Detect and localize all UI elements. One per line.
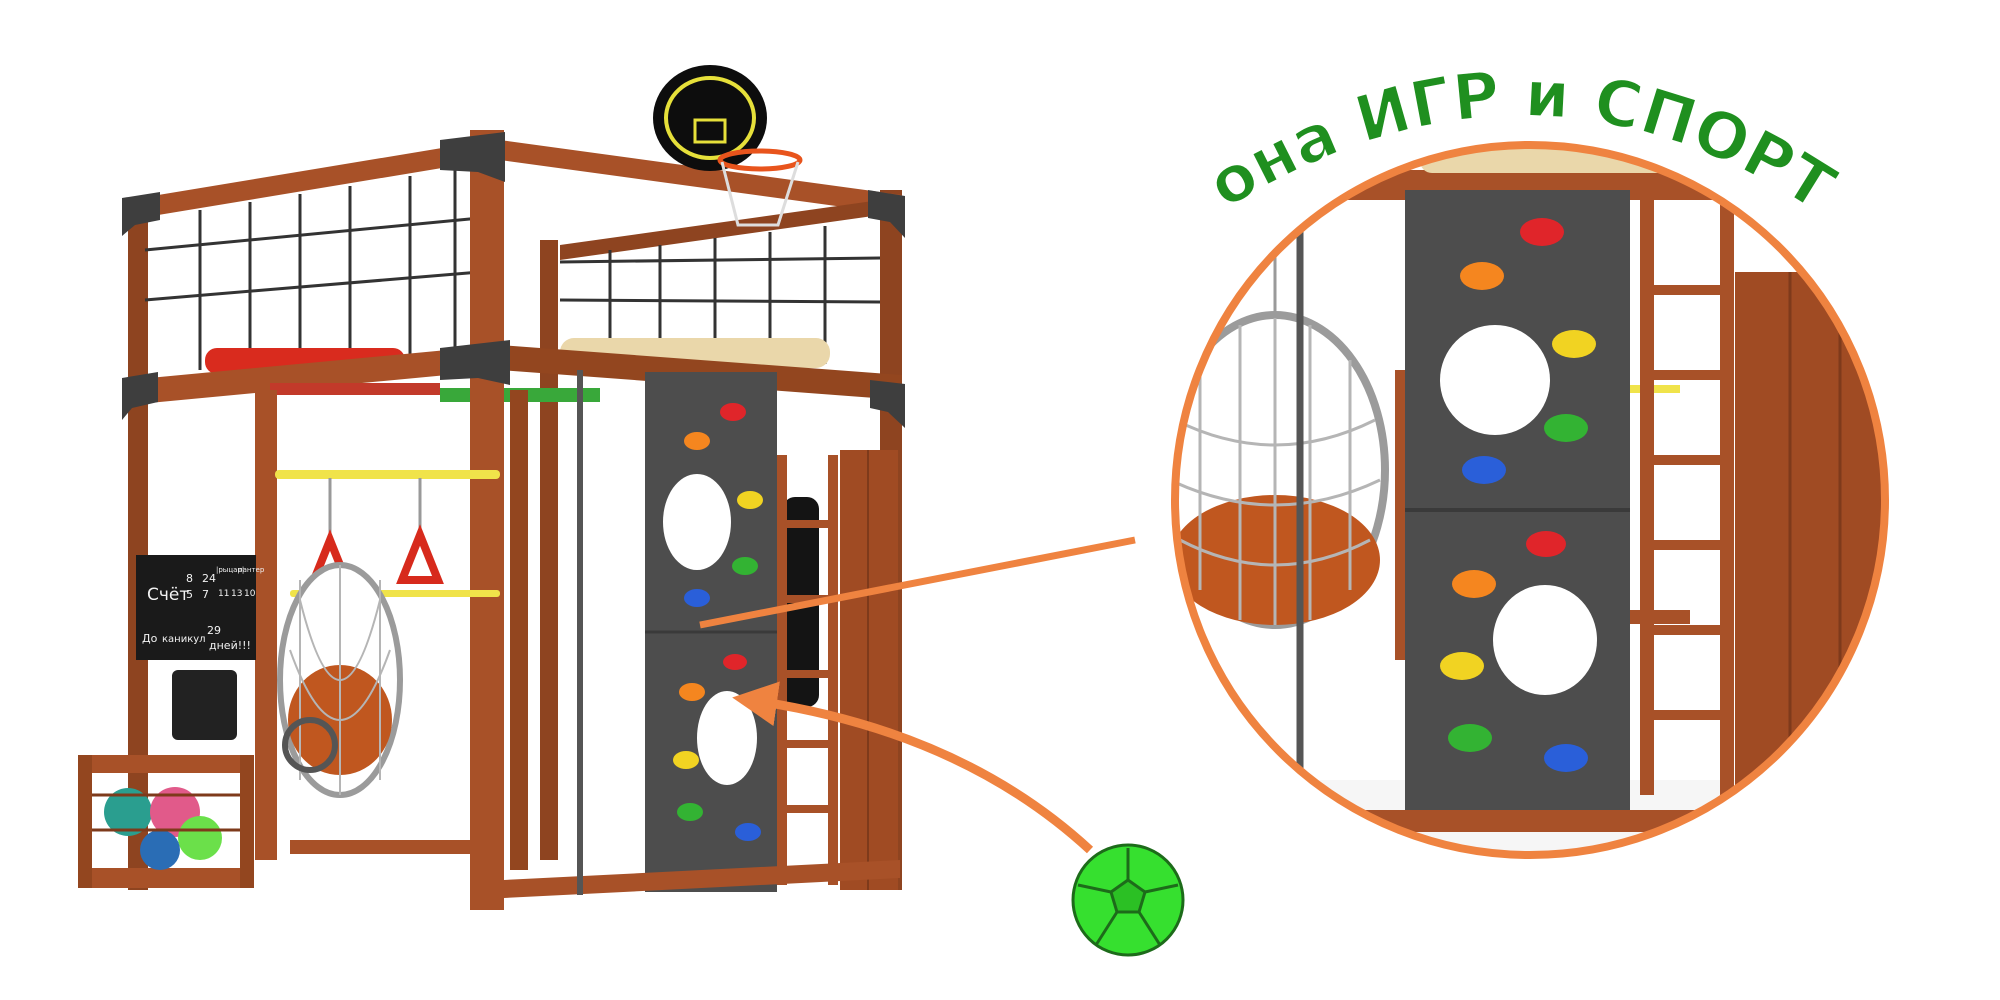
lens-climbing-holds [1440,218,1596,772]
wall-ladder [777,455,838,885]
curved-arrow-icon [732,681,1094,854]
bike-wheel-icon [282,717,338,773]
chalk-score-word: Счёт [147,585,189,605]
chalk-score-right-1: 24 [202,572,216,585]
lens-climbing-wall [1405,190,1630,830]
front-post-left [255,390,277,860]
chalk-score-right-2: 7 [202,588,209,601]
chalk-line2-suffix: дней!!! [209,639,251,652]
chalk-number-3: 10 [244,589,256,599]
toy-box [78,755,254,888]
callout-connector-line [699,536,1136,629]
basketball-rim [717,148,803,172]
top-beam-right [500,140,902,215]
chalk-number-2: 13 [231,589,242,599]
basketball-hoop [653,65,803,227]
basketball-backboard [653,65,767,171]
lens-wall-hole-upper [1440,325,1550,435]
wall-hole-upper [663,474,731,570]
chalkboard: Счёт 8 5 24 7 |рыцар| пантер 11 13 10 До… [136,555,265,660]
lens-wall-hole-lower [1493,585,1597,695]
chalk-note-1: |рыцар| [216,566,244,574]
hanging-egg-chair [277,562,403,798]
front-post-inner [510,390,528,870]
back-post-left [128,200,148,890]
wall-hole-lower [697,691,757,785]
basketball-net [720,161,800,227]
toy-ball-1 [104,788,152,836]
metal-brackets [122,132,905,428]
deck-red-trim [270,383,440,395]
rope-net-left [144,168,481,370]
climbing-holds [673,403,763,841]
toy-ball-3 [178,816,222,860]
climbing-wall [645,372,777,892]
bottom-beam-right [504,860,900,898]
chalk-note-2: пантер [238,566,265,574]
chalk-score-left-2: 5 [186,588,193,601]
chalk-score-left-1: 8 [186,572,193,585]
monkey-bar-upper [275,470,500,479]
lens-egg-chair [1175,200,1389,629]
chalk-number-1: 11 [218,589,229,599]
storage-bag [172,670,237,740]
soccer-ball-icon [1071,843,1185,957]
top-beam-back [560,200,880,260]
deck-front [128,345,500,405]
chalk-line2-prefix: До [142,632,158,645]
toy-ball-4 [140,830,180,870]
lens-side-panel [1735,272,1885,832]
playground-structure: Счёт 8 5 24 7 |рыцар| пантер 11 13 10 До… [78,65,905,910]
zoom-detail-lens [1171,141,1889,859]
back-post-mid [540,240,558,860]
top-beam-left [128,140,490,220]
lens-border [1171,141,1889,859]
bottom-beam-front [290,840,490,854]
chalk-line2-number: 29 [207,624,221,637]
front-post-main [470,130,504,910]
chalk-line2-word: каникул [162,634,206,645]
lens-wall-ladder [1640,195,1734,795]
